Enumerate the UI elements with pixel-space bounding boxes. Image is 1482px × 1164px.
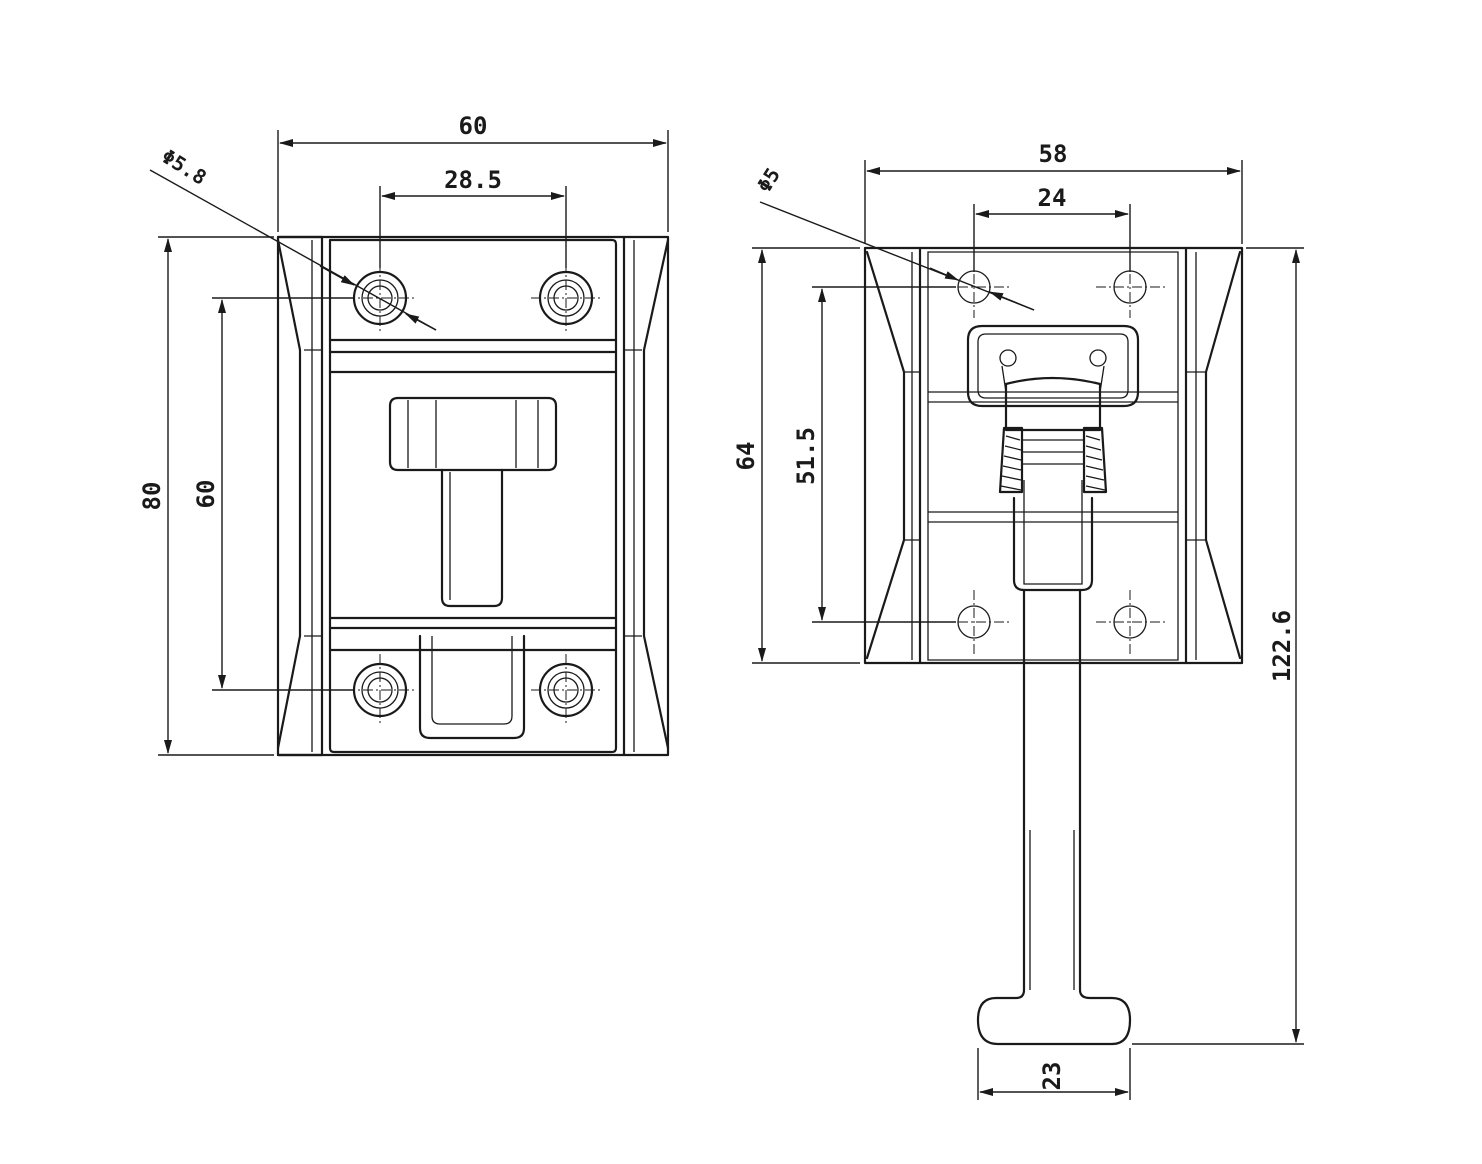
side-dim-total-length-label: 122.6 bbox=[1268, 610, 1296, 682]
side-dim-hole-diameter-label: Φ5 bbox=[752, 163, 785, 196]
side-hole-bottom-left bbox=[940, 590, 1012, 654]
front-dim-hole-spacing: 28.5 bbox=[379, 166, 567, 268]
front-dim-hole-vertical-label: 60 bbox=[192, 480, 220, 509]
side-dim-hole-spacing-label: 24 bbox=[1038, 184, 1067, 212]
front-dim-hole-spacing-label: 28.5 bbox=[444, 166, 502, 194]
side-dim-hole-vertical-label: 51.5 bbox=[792, 427, 820, 485]
front-hole-top-right bbox=[531, 262, 601, 334]
front-bottom-slot bbox=[418, 634, 526, 740]
side-dim-hole-diameter: Φ5 bbox=[752, 163, 1035, 311]
side-dim-width-label: 58 bbox=[1039, 140, 1068, 168]
front-hole-bottom-right bbox=[531, 654, 601, 726]
front-t-handle bbox=[388, 396, 558, 608]
front-dim-hole-vertical: 60 bbox=[192, 297, 354, 691]
side-hole-bottom-right bbox=[1096, 590, 1166, 654]
side-view bbox=[863, 246, 1244, 1046]
side-dim-handle-width: 23 bbox=[977, 1048, 1131, 1100]
front-dim-hole-diameter-label: Φ5.8 bbox=[157, 144, 211, 190]
front-dim-width: 60 bbox=[277, 112, 669, 232]
front-hole-bottom-left bbox=[345, 654, 415, 726]
side-dim-height: 64 bbox=[732, 247, 860, 664]
front-view bbox=[276, 235, 670, 757]
side-hole-top-right bbox=[1096, 256, 1166, 318]
front-dim-height-label: 80 bbox=[138, 482, 166, 511]
side-spring bbox=[998, 426, 1108, 494]
side-dim-hole-vertical: 51.5 bbox=[792, 286, 956, 623]
side-dim-handle-width-label: 23 bbox=[1038, 1062, 1066, 1091]
side-dim-total-length: 122.6 bbox=[1132, 247, 1304, 1045]
side-dim-hole-spacing: 24 bbox=[973, 184, 1131, 272]
side-hinge-housing bbox=[966, 324, 1140, 432]
front-dim-height: 80 bbox=[138, 236, 274, 756]
front-dim-width-label: 60 bbox=[459, 112, 488, 140]
side-dim-width: 58 bbox=[864, 140, 1243, 244]
side-lever bbox=[976, 480, 1132, 1046]
side-dim-height-label: 64 bbox=[732, 442, 760, 471]
